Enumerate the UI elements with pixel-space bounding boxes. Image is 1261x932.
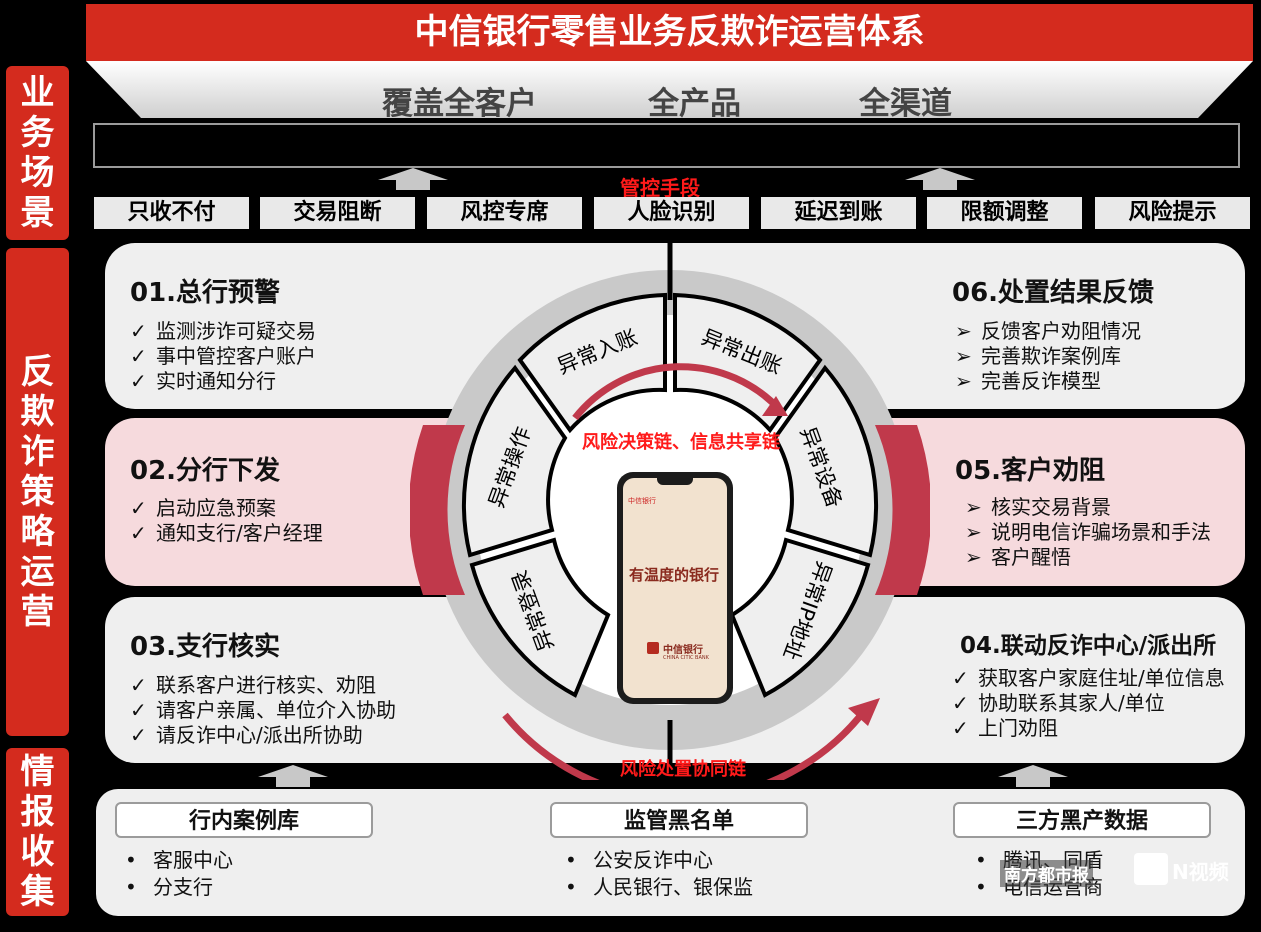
diagram-title: 中信银行零售业务反欺诈运营体系 — [86, 4, 1253, 61]
list-item: 公安反诈中心 — [565, 847, 753, 874]
panel-04-list: 获取客户家庭住址/单位信息 协助联系其家人/单位 上门劝阻 — [952, 666, 1225, 741]
phone-brand-small: 中信银行 — [628, 497, 656, 505]
panel-02-heading: 02.分行下发 — [130, 456, 281, 486]
panel-06-heading: 06.处置结果反馈 — [952, 278, 1155, 308]
list-item: 人民银行、银保监 — [565, 874, 753, 901]
control-risk-alert: 风险提示 — [1095, 197, 1250, 229]
source-internal-list: 客服中心 分支行 — [125, 847, 233, 901]
watermark-nvideo: N视频 — [1172, 860, 1229, 884]
list-item: 启动应急预案 — [130, 496, 323, 521]
coverage-customers: 覆盖全客户 — [382, 86, 537, 122]
up-arrow-icon — [378, 168, 448, 190]
control-block-transaction: 交易阻断 — [260, 197, 415, 229]
phone-slogan: 有温度的银行 — [629, 566, 720, 584]
watermark-nandu-logo: 南方都市报 — [1000, 860, 1093, 887]
panel-02-list: 启动应急预案 通知支行/客户经理 — [130, 496, 323, 546]
list-item: 请反诈中心/派出所协助 — [130, 723, 396, 748]
panel-06-list: 反馈客户劝阻情况 完善欺诈案例库 完善反诈模型 — [955, 319, 1141, 394]
coverage-products: 全产品 — [648, 86, 741, 122]
side-label-strategy: 反欺诈策略运营 — [6, 248, 69, 736]
panel-01-list: 监测涉诈可疑交易 事中管控客户账户 实时通知分行 — [130, 319, 316, 394]
up-arrow-icon — [998, 765, 1068, 787]
list-item: 核实交易背景 — [965, 495, 1211, 520]
source-regulatory-blacklist: 监管黑名单 — [550, 802, 808, 838]
panel-05-heading: 05.客户劝阻 — [955, 456, 1106, 486]
list-item: 事中管控客户账户 — [130, 344, 316, 369]
coverage-channels: 全渠道 — [859, 86, 952, 122]
source-third-party-data: 三方黑产数据 — [953, 802, 1211, 838]
list-item: 完善反诈模型 — [955, 369, 1141, 394]
list-item: 监测涉诈可疑交易 — [130, 319, 316, 344]
phone-bank-en: CHINA CITIC BANK — [663, 655, 709, 661]
list-item: 客服中心 — [125, 847, 233, 874]
list-item: 协助联系其家人/单位 — [952, 691, 1225, 716]
list-item: 反馈客户劝阻情况 — [955, 319, 1141, 344]
scenario-bar — [93, 123, 1240, 168]
control-delayed-arrival: 延迟到账 — [761, 197, 916, 229]
source-regulatory-list: 公安反诈中心 人民银行、银保监 — [565, 847, 753, 901]
side-label-business: 业务场景 — [6, 66, 69, 240]
list-item: 完善欺诈案例库 — [955, 344, 1141, 369]
phone-bank-name: 中信银行 — [663, 645, 703, 656]
risk-handling-chain-label: 风险处置协同链 — [620, 759, 746, 780]
citic-logo-icon — [647, 642, 659, 654]
panel-03-heading: 03.支行核实 — [130, 632, 281, 662]
list-item: 分支行 — [125, 874, 233, 901]
list-item: 通知支行/客户经理 — [130, 521, 323, 546]
phone-screen: 中信银行 有温度的银行 中信银行 CHINA CITIC BANK — [623, 478, 727, 698]
phone-notch — [657, 478, 693, 485]
up-arrow-icon — [905, 168, 975, 190]
coverage-banner — [86, 61, 1253, 118]
list-item: 说明电信诈骗场景和手法 — [965, 520, 1211, 545]
list-item: 客户醒悟 — [965, 545, 1211, 570]
risk-decision-chain-label: 风险决策链、信息共享链 — [582, 432, 780, 453]
list-item: 请客户亲属、单位介入协助 — [130, 698, 396, 723]
phone-mockup: 中信银行 有温度的银行 中信银行 CHINA CITIC BANK — [617, 472, 733, 704]
panel-04-heading: 04.联动反诈中心/派出所 — [960, 633, 1217, 659]
control-means-label: 管控手段 — [620, 176, 700, 200]
list-item: 联系客户进行核实、劝阻 — [130, 673, 396, 698]
up-arrow-icon — [258, 765, 328, 787]
watermark-n-icon — [1134, 853, 1168, 885]
control-only-receive: 只收不付 — [94, 197, 249, 229]
panel-01-heading: 01.总行预警 — [130, 278, 281, 308]
panel-05-list: 核实交易背景 说明电信诈骗场景和手法 客户醒悟 — [965, 495, 1211, 570]
control-risk-desk: 风控专席 — [427, 197, 582, 229]
panel-03-list: 联系客户进行核实、劝阻 请客户亲属、单位介入协助 请反诈中心/派出所协助 — [130, 673, 396, 748]
list-item: 上门劝阻 — [952, 716, 1225, 741]
source-internal-cases: 行内案例库 — [115, 802, 373, 838]
side-label-intel: 情报收集 — [6, 748, 69, 916]
list-item: 实时通知分行 — [130, 369, 316, 394]
control-limit-adjust: 限额调整 — [927, 197, 1082, 229]
list-item: 获取客户家庭住址/单位信息 — [952, 666, 1225, 691]
control-face-recognition: 人脸识别 — [594, 197, 749, 229]
